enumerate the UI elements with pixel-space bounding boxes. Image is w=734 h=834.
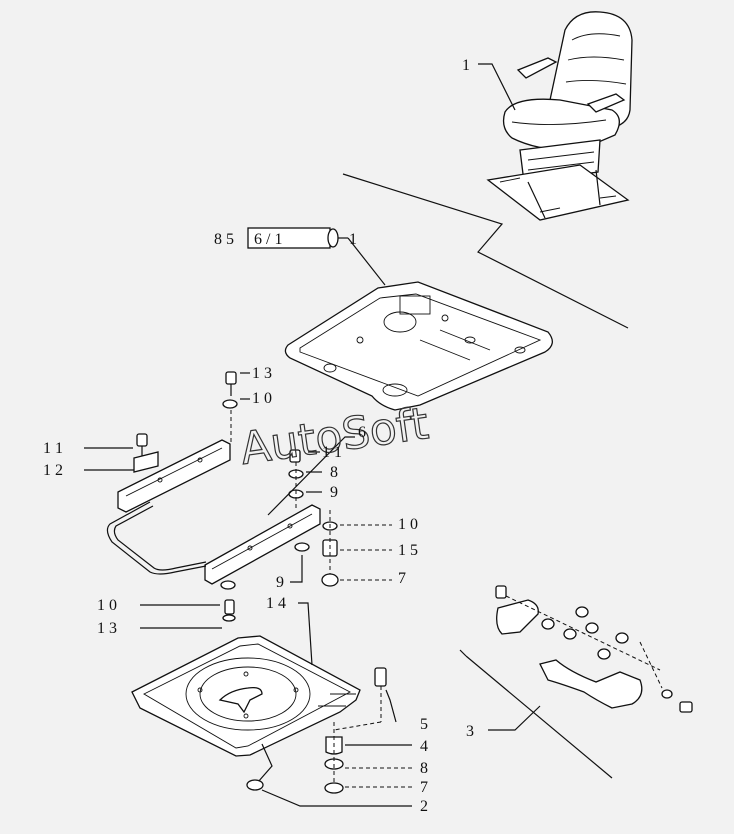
- callout-10-right: 1 0: [398, 516, 418, 533]
- seat-belt-drawing: [459, 585, 693, 779]
- callout-85: 8 5: [214, 231, 234, 248]
- callout-1: 1: [462, 57, 470, 74]
- section-break-line: [342, 173, 629, 329]
- callout-11-right: 1 1: [322, 444, 342, 461]
- fasteners-drawing: [133, 371, 339, 622]
- leader-lines: [84, 63, 541, 807]
- callout-14: 1 4: [266, 595, 286, 612]
- callout-2: 2: [420, 798, 428, 815]
- reference-box: [247, 227, 386, 286]
- callout-10-lower: 1 0: [97, 597, 117, 614]
- callout-13-lower: 1 3: [97, 620, 117, 637]
- callout-labels: 1 8 5 6 / 1 1 1 3 1 0 1 1 1 2 6 1 1 8 9 …: [43, 57, 474, 815]
- callout-4: 4: [420, 738, 428, 755]
- callout-8-lower: 8: [420, 760, 428, 777]
- callout-5: 5: [420, 716, 428, 733]
- seat-assembly-drawing: [486, 11, 633, 221]
- callout-1-ref: 1: [349, 231, 357, 248]
- callout-15: 1 5: [398, 542, 418, 559]
- callout-9-lower: 9: [276, 574, 284, 591]
- callout-12: 1 2: [43, 462, 63, 479]
- slide-rails-drawing: [106, 439, 321, 585]
- swivel-plate-drawing: [131, 635, 361, 791]
- callout-7-lower: 7: [420, 779, 428, 796]
- lower-fastener-stack: [324, 667, 387, 794]
- callout-9-upper: 9: [330, 484, 338, 501]
- callout-13-top: 1 3: [252, 365, 272, 382]
- callout-3: 3: [466, 723, 474, 740]
- callout-6: 6: [358, 424, 366, 441]
- callout-10-top: 1 0: [252, 390, 272, 407]
- callout-ref-box: 6 / 1: [254, 231, 282, 248]
- mounting-plate-drawing: [284, 281, 553, 411]
- callout-11-left: 1 1: [43, 440, 63, 457]
- callout-7-upper: 7: [398, 570, 406, 587]
- callout-8-upper: 8: [330, 464, 338, 481]
